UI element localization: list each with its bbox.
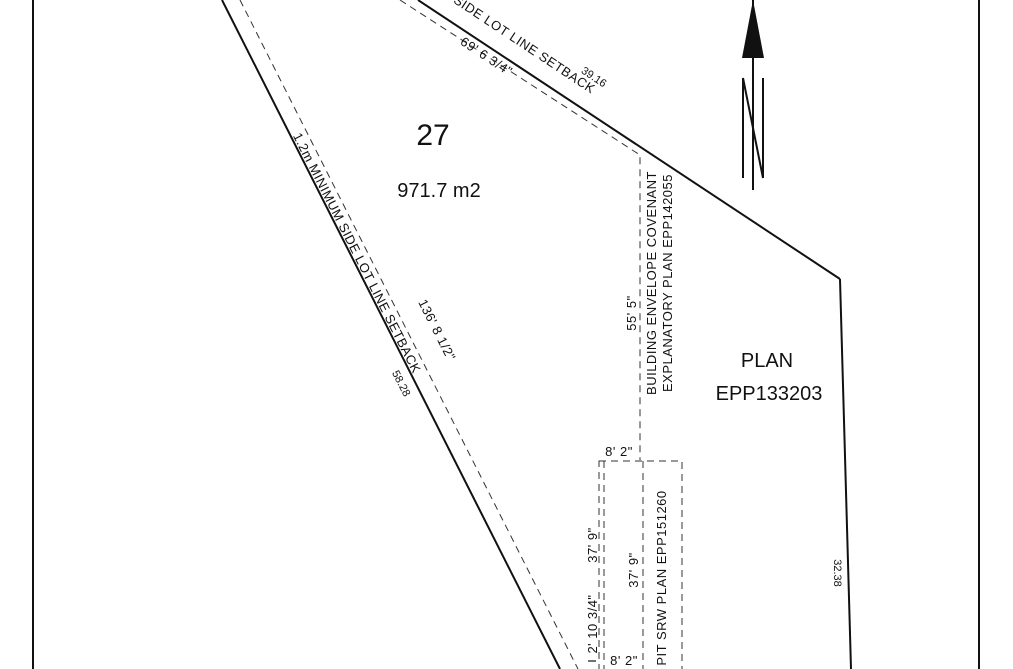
north-arrow-n-diag [742, 77, 764, 179]
sw-setback-line [239, 0, 579, 669]
north-arrow [742, 0, 764, 190]
covenant-label-line1: BUILDING ENVELOPE COVENANT [644, 171, 659, 395]
srw-offset-distance: 2' 10 3/4" [585, 594, 600, 653]
sw-setback-label: 1.2m MINIMUM SIDE LOT LINE SETBACK [290, 130, 424, 375]
covenant-label-line2: EXPLANATORY PLAN EPP142055 [660, 174, 675, 392]
srw-outer-area [598, 460, 683, 669]
sw-setback-distance: 136' 8 1/2" [415, 297, 459, 363]
covenant-distance: 55' 5" [624, 295, 639, 330]
adjacent-plan-line1: PLAN [741, 350, 793, 372]
ne-setback-line [399, 0, 641, 460]
boundary-sw-line [221, 0, 561, 669]
adjacent-plan-line2: EPP133203 [716, 383, 823, 405]
srw-inner-length: 37' 9" [626, 552, 641, 587]
srw-plan-label: PIT SRW PLAN EPP151260 [654, 490, 669, 665]
lot-area: 971.7 m2 [397, 180, 480, 202]
srw-width-bottom: 8' 2" [610, 653, 638, 668]
boundary-east-line [839, 278, 852, 669]
north-arrow-head [742, 0, 764, 58]
srw-left-length: 37' 9" [585, 527, 600, 562]
lot-number: 27 [416, 119, 449, 152]
sw-boundary-length: 58.28 [389, 369, 412, 399]
east-boundary-length: 32.38 [831, 559, 843, 587]
boundary-ne-line [417, 0, 841, 280]
srw-width-top: 8' 2" [605, 444, 633, 459]
